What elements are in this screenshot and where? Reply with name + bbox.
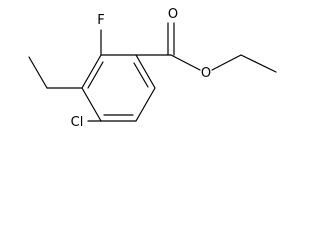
ethyl-bond-2	[28, 56, 48, 89]
carbonyl-oxygen-label: O	[168, 7, 178, 22]
ring-bond	[135, 87, 156, 122]
c-o-ester-bond	[170, 54, 201, 71]
ester-oxygen-label: O	[201, 66, 211, 81]
ring-bond	[81, 54, 102, 89]
fluorine-label: F	[97, 13, 104, 28]
ring-bond	[81, 87, 102, 122]
ring-bond	[135, 54, 156, 89]
ethyl-terminal-bond	[240, 54, 277, 73]
ring-double-bond	[133, 62, 149, 88]
ring-double-bond	[87, 61, 104, 89]
chlorine-label: Cl	[71, 115, 84, 130]
chemical-structure: F Cl O O	[28, 7, 277, 130]
benzene-ring	[81, 54, 156, 122]
o-ethyl-bond	[211, 54, 242, 71]
